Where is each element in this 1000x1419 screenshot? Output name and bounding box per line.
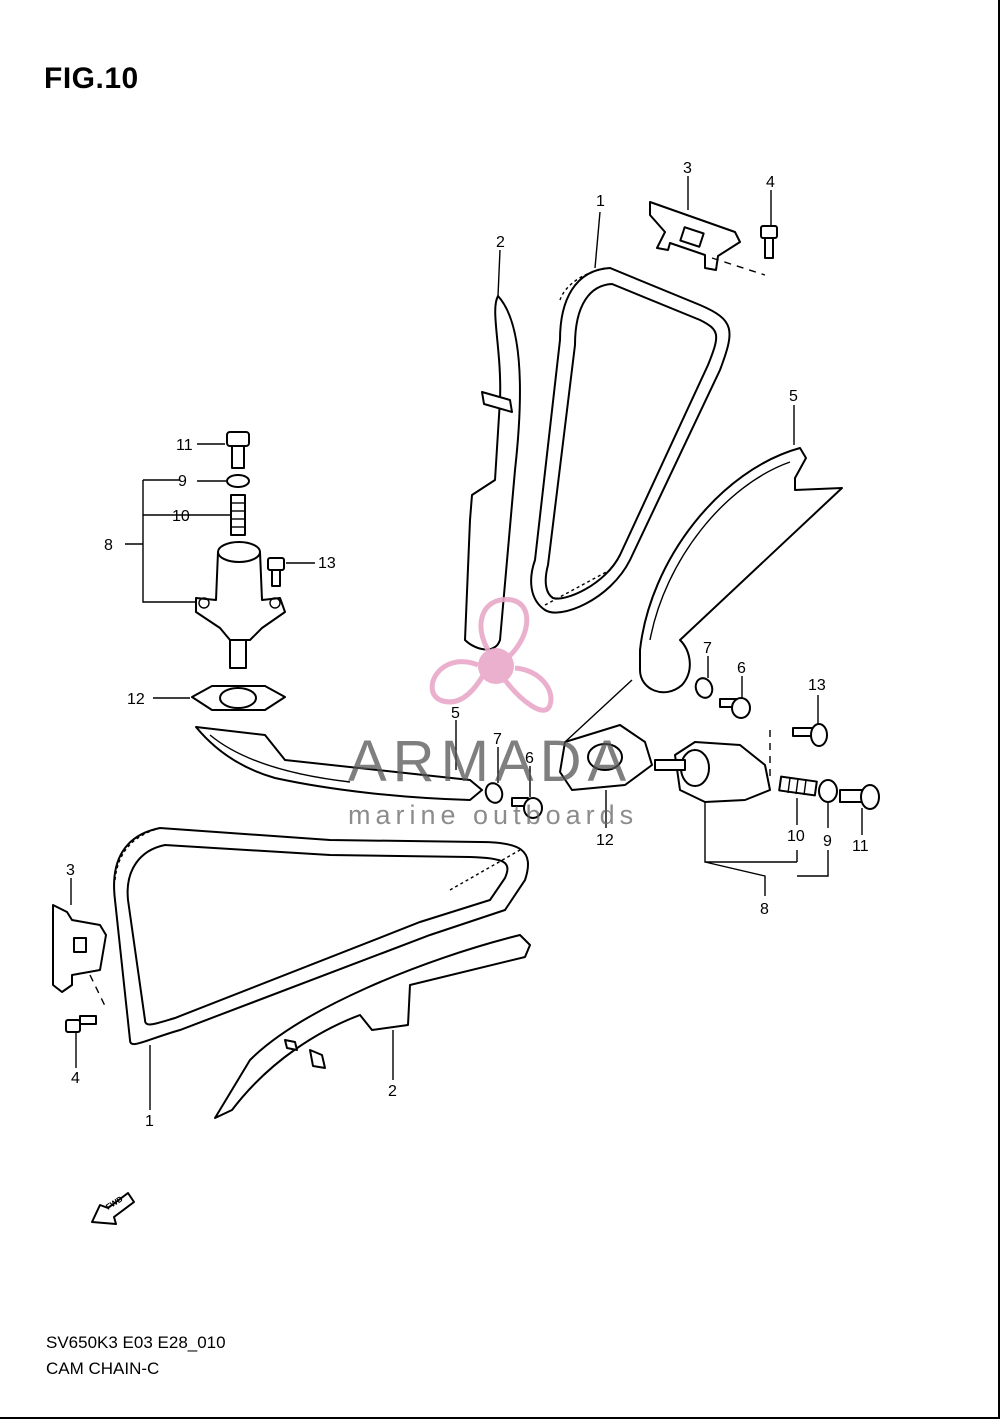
callout-tensioner-rear: 5 (451, 705, 460, 722)
callout-spring-10-left: 10 (172, 508, 190, 525)
chain-guide-rear[interactable] (214, 934, 531, 1119)
callout-guide-rear: 2 (388, 1083, 397, 1100)
callout-bolt-6-right: 6 (737, 660, 746, 677)
callout-guide-plate-front: 3 (683, 160, 692, 177)
watermark-name: ARMADA (348, 729, 633, 794)
callout-chain-front: 1 (596, 193, 605, 210)
tensioner-bolt-11-right[interactable] (839, 784, 880, 835)
fwd-arrow-icon: FWD (91, 1192, 135, 1225)
diagram-caption: CAM CHAIN-C (46, 1359, 160, 1378)
washer-7-right[interactable] (693, 656, 715, 700)
gasket-12-right[interactable] (559, 679, 653, 828)
callout-gasket-12-right: 12 (596, 832, 614, 849)
spring-10-left[interactable] (197, 494, 246, 536)
bolt-13-left[interactable] (267, 557, 315, 587)
bolt-13-right[interactable] (769, 695, 828, 780)
callout-bolt-6-mid: 6 (525, 750, 534, 767)
tensioner-adjuster-left[interactable] (125, 479, 286, 669)
callout-bolt-front: 4 (766, 174, 775, 191)
bolt-rear[interactable] (65, 974, 107, 1068)
washer-9-right[interactable] (818, 779, 838, 828)
cam-chain-rear[interactable] (113, 826, 529, 1110)
gasket-12-left[interactable] (153, 685, 286, 711)
callout-chain-rear: 1 (145, 1113, 154, 1130)
callout-bolt-rear: 4 (71, 1070, 80, 1087)
washer-9-left[interactable] (197, 474, 250, 488)
guide-plate-rear[interactable] (52, 878, 107, 993)
figure-title: FIG.10 (44, 62, 139, 95)
chain-guide-front[interactable] (464, 249, 521, 651)
tensioner-bolt-11-left[interactable] (197, 431, 250, 469)
guide-plate-front[interactable] (649, 176, 741, 271)
callout-guide-plate-rear: 3 (66, 862, 75, 879)
bolt-6-mid[interactable] (511, 766, 543, 819)
callout-washer-7-right: 7 (703, 640, 712, 657)
callout-bolt-11-left: 11 (176, 437, 193, 454)
bolt-6-right[interactable] (719, 676, 751, 719)
callout-washer-9-right: 9 (823, 833, 832, 850)
washer-7-mid[interactable] (483, 747, 505, 805)
callout-guide-front: 2 (496, 234, 505, 251)
watermark-propeller-icon (429, 597, 554, 713)
cam-chain-front[interactable] (530, 211, 731, 614)
callout-bolt-13-left: 13 (318, 555, 336, 572)
bolt-front[interactable] (711, 190, 778, 276)
callout-bolt-11-right: 11 (852, 838, 869, 855)
callout-washer-9-left: 9 (178, 473, 187, 490)
callout-bolt-13-right: 13 (808, 677, 826, 694)
callout-adjuster-8-right: 8 (760, 901, 769, 918)
diagram-code: SV650K3 E03 E28_010 (46, 1333, 226, 1352)
callout-washer-7-mid: 7 (493, 731, 502, 748)
tensioner-adjuster-right[interactable] (654, 741, 829, 896)
tensioner-arm-front[interactable] (639, 405, 843, 694)
callout-adjuster-8-left: 8 (104, 537, 113, 554)
callout-gasket-12-left: 12 (127, 691, 145, 708)
watermark-subtitle: marine outboards (348, 800, 639, 830)
spring-10-right[interactable] (778, 775, 818, 825)
tensioner-arm-rear[interactable] (195, 720, 483, 801)
callout-spring-10-right: 10 (787, 828, 805, 845)
callout-tensioner-front: 5 (789, 388, 798, 405)
